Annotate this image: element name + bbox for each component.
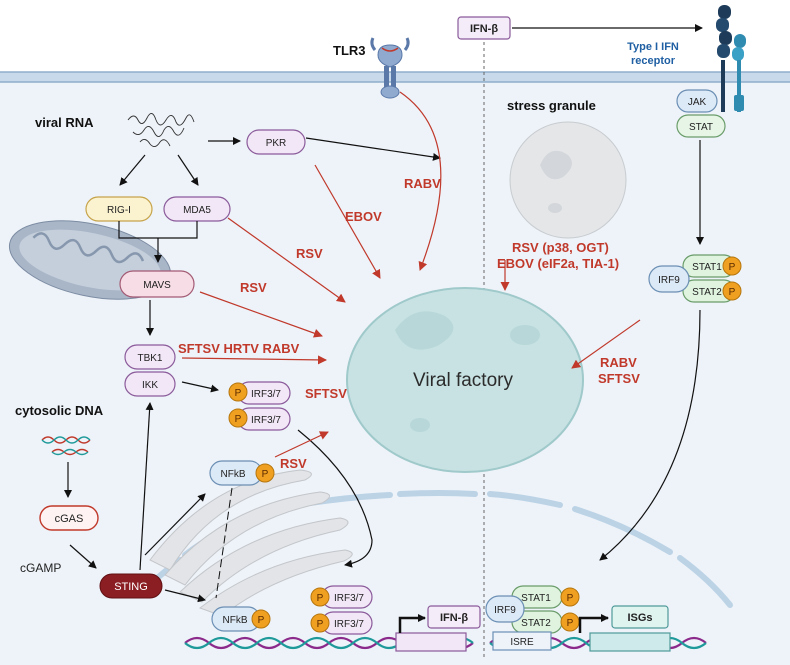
virus-label-rsv: RSV — [240, 280, 267, 295]
virus-label-rabv: RABV — [404, 176, 441, 191]
svg-text:NFkB: NFkB — [223, 615, 248, 626]
svg-text:STAT2: STAT2 — [521, 618, 551, 629]
virus-label-ebov-eif2a: EBOV (eIF2a, TIA-1) — [497, 256, 619, 271]
ifn-receptor-icon — [716, 5, 746, 112]
svg-text:STING: STING — [114, 581, 148, 593]
phospho-icon — [722, 256, 742, 276]
jak-node — [676, 89, 718, 113]
irf9-node — [648, 265, 690, 293]
virus-label-rsv-p38-ogt: RSV (p38, OGT) — [512, 240, 609, 255]
svg-text:JAK: JAK — [688, 97, 707, 108]
phospho-icon — [722, 281, 742, 301]
svg-text:P: P — [729, 262, 736, 273]
svg-text:P: P — [258, 615, 265, 626]
virus-label-sftsv: SFTSV — [598, 371, 640, 386]
viral-antagonism-arrows — [181, 91, 641, 458]
svg-text:P: P — [317, 619, 324, 630]
svg-text:P: P — [235, 388, 242, 399]
ifn-receptor-label-2: receptor — [631, 55, 676, 67]
svg-text:P: P — [729, 287, 736, 298]
svg-text:P: P — [235, 414, 242, 425]
svg-text:TBK1: TBK1 — [137, 353, 162, 364]
phospho-icon — [228, 382, 248, 402]
tlr3-receptor-icon — [370, 37, 410, 99]
virus-label-sftsv-hrtv-rabv: SFTSV HRTV RABV — [178, 341, 300, 356]
virus-label-ebov: EBOV — [345, 209, 382, 224]
svg-text:IKK: IKK — [142, 380, 158, 391]
viral-factory: Viral factory — [346, 287, 584, 473]
phospho-icon — [310, 587, 330, 607]
svg-text:MAVS: MAVS — [143, 280, 171, 291]
tbk1-node — [124, 344, 176, 370]
ifn-beta-promoter — [395, 632, 467, 652]
phospho-icon — [255, 463, 275, 483]
pkr-node — [246, 129, 306, 155]
phospho-icon — [228, 408, 248, 428]
svg-text:P: P — [567, 618, 574, 629]
svg-text:IFN-β: IFN-β — [440, 612, 468, 624]
svg-text:PKR: PKR — [266, 138, 287, 149]
ifn-receptor-label-1: Type I IFN — [627, 41, 679, 53]
cytosolic-dna-icon — [41, 436, 91, 456]
stat-node — [676, 114, 726, 138]
svg-text:ISGs: ISGs — [627, 612, 652, 624]
tlr3-label: TLR3 — [333, 43, 366, 58]
stress-granule-label: stress granule — [507, 98, 596, 113]
viral-rna-icon — [127, 113, 195, 147]
virus-label-sftsv: SFTSV — [305, 386, 347, 401]
viral-rna-label: viral RNA — [35, 115, 94, 130]
ikk-node — [124, 371, 176, 397]
virus-label-rsv: RSV — [296, 246, 323, 261]
cgas-node — [39, 505, 99, 531]
svg-text:STAT2: STAT2 — [692, 287, 722, 298]
svg-text:STAT1: STAT1 — [521, 593, 551, 604]
sting-node — [99, 573, 163, 599]
viral-factory-label: Viral factory — [413, 370, 513, 391]
cgamp-label: cGAMP — [20, 561, 61, 575]
golgi-apparatus — [149, 469, 353, 617]
svg-text:ISRE: ISRE — [510, 637, 534, 648]
svg-text:P: P — [262, 469, 269, 480]
isgs-box — [611, 605, 669, 629]
svg-text:MDA5: MDA5 — [183, 205, 211, 216]
phospho-icon — [560, 587, 580, 607]
svg-text:P: P — [317, 593, 324, 604]
svg-text:NFkB: NFkB — [221, 469, 246, 480]
virus-label-rabv: RABV — [600, 355, 637, 370]
stress-granule — [509, 121, 627, 239]
svg-text:RIG-I: RIG-I — [107, 205, 131, 216]
isg-promoter — [589, 632, 671, 652]
svg-text:cGAS: cGAS — [55, 513, 84, 525]
svg-text:IRF3/7: IRF3/7 — [251, 389, 281, 400]
svg-text:P: P — [567, 593, 574, 604]
phospho-icon — [310, 613, 330, 633]
svg-text:IRF3/7: IRF3/7 — [251, 415, 281, 426]
svg-text:STAT: STAT — [689, 122, 713, 133]
svg-text:IRF9: IRF9 — [658, 275, 680, 286]
isre-box — [492, 631, 552, 651]
phospho-icon — [251, 609, 271, 629]
svg-text:IRF3/7: IRF3/7 — [334, 619, 364, 630]
ifn-beta-gene-box — [427, 605, 481, 629]
cytosolic-dna-label: cytosolic DNA — [15, 403, 104, 418]
svg-text:IRF3/7: IRF3/7 — [334, 593, 364, 604]
virus-label-rsv: RSV — [280, 456, 307, 471]
svg-text:IRF9: IRF9 — [494, 605, 516, 616]
mavs-node — [119, 270, 195, 298]
ifn-beta-box — [457, 16, 511, 40]
irf9-nucleus-node — [485, 595, 525, 623]
svg-text:STAT1: STAT1 — [692, 262, 722, 273]
ifn-beta-top-label: IFN-β — [470, 23, 498, 35]
